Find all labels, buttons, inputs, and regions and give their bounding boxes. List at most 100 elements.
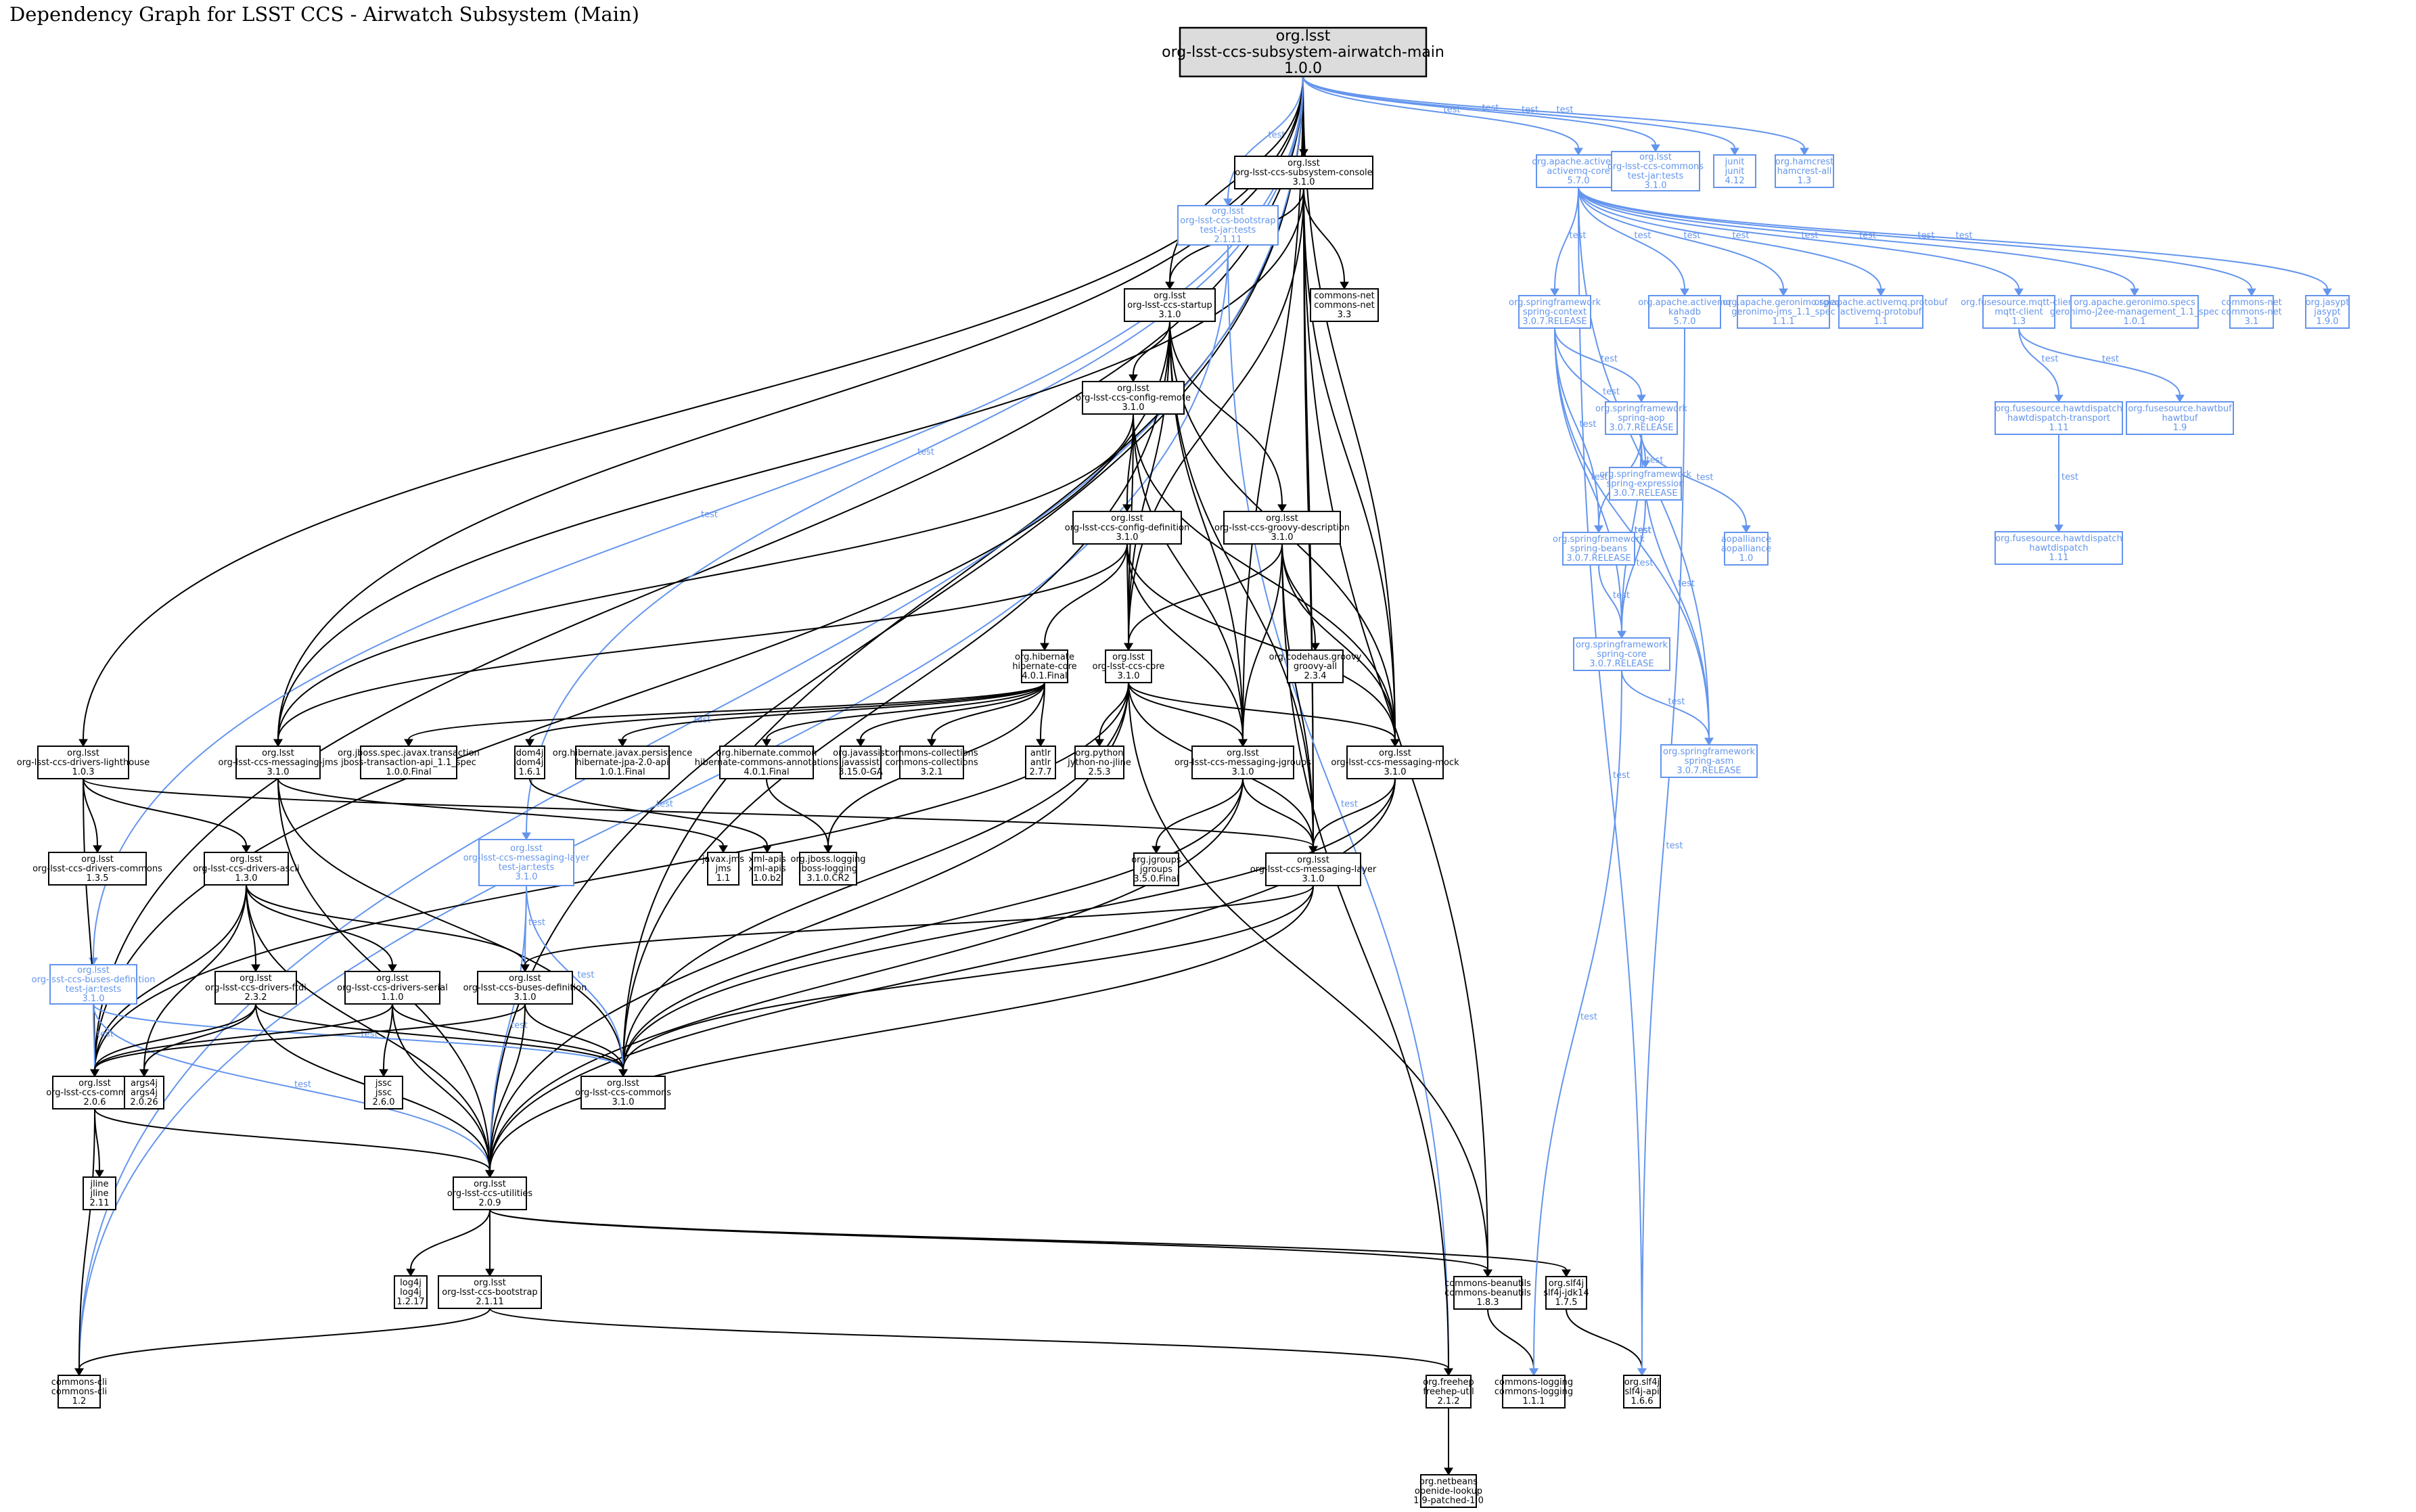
artifact-node[interactable]: org.hibernate.commonhibernate-commons-an… [695,746,839,779]
artifact-node[interactable]: org.apache.geronimo.specsgeronimo-j2ee-m… [2050,295,2219,329]
node-group-label: org.lsst [1379,748,1411,758]
node-box [438,1275,542,1309]
edge-line [255,1003,624,1070]
artifact-node[interactable]: org.springframeworkspring-core3.0.7.RELE… [1573,637,1670,671]
node-group-label: org.lsst [230,854,263,865]
artifact-node[interactable]: org.lsstorg-lsst-ccs-bootstraptest-jar:t… [1177,205,1279,246]
artifact-node[interactable]: org.fusesource.hawtdispatchhawtdispatch1… [1995,531,2123,565]
node-group-label: org.fusesource.hawtbuf [2128,404,2232,414]
node-version-label: 1.0.1.Final [599,767,645,777]
artifact-node[interactable]: org.netbeansopenide-lookup1.9-patched-1.… [1413,1474,1484,1508]
artifact-node[interactable]: org.lsstorg-lsst-ccs-messaging-jgroups3.… [1175,746,1311,779]
artifact-node[interactable]: org.lsstorg-lsst-ccs-subsystem-console3.… [1234,156,1373,189]
artifact-node[interactable]: org.lsstorg-lsst-ccs-config-definition3.… [1065,511,1189,545]
edge-line [94,321,1170,1070]
artifact-node[interactable]: org.lsstorg-lsst-ccs-buses-definition3.1… [463,971,587,1005]
node-version-label: 1.9.0 [2316,317,2338,327]
artifact-node[interactable]: org.fusesource.hawtdispatchhawtdispatch-… [1995,401,2123,435]
edge-line [489,1209,1567,1270]
artifact-node[interactable]: org.hibernate.javax.persistencehibernate… [553,746,692,779]
artifact-node[interactable]: org.lsstorg-lsst-ccs-drivers-lighthouse1… [17,746,150,779]
node-version-label: 4.12 [1725,176,1745,186]
edge-line [1578,187,1784,290]
artifact-node[interactable]: org.lsstorg-lsst-ccs-buses-definitiontes… [32,964,156,1005]
edge-line [1133,413,1396,740]
artifact-node[interactable]: org.lsstorg-lsst-ccs-drivers-commons1.3.… [32,852,162,886]
node-artifact-label: org-lsst-ccs-messaging-layer [463,853,590,863]
artifact-node[interactable]: org.apache.activemq.protobufactivemq-pro… [1814,295,1948,329]
node-artifact-label: spring-expression [1606,479,1684,489]
artifact-node[interactable]: org.springframeworkspring-aop3.0.7.RELEA… [1595,401,1687,435]
node-version-label: 3.1.0 [1644,181,1666,191]
artifact-node[interactable]: org.springframeworkspring-asm3.0.7.RELEA… [1660,744,1758,778]
node-box [1021,649,1068,683]
artifact-node[interactable]: org.jboss.spec.javax.transactionjboss-tr… [338,746,480,779]
artifact-node[interactable]: org.springframeworkspring-expression3.0.… [1599,467,1691,501]
node-artifact-label: commons-cli [51,1387,107,1397]
node-artifact-label: org-lsst-ccs-subsystem-airwatch-main [1162,44,1444,61]
arrowhead-icon [1637,394,1646,403]
edge-line [246,884,393,965]
node-box [1995,401,2123,435]
artifact-node[interactable]: org.springframeworkspring-context3.0.7.R… [1509,295,1601,329]
edge-label-test: test [578,970,595,980]
node-artifact-label: hamcrest-all [1777,166,1832,177]
artifact-node[interactable]: org.lsstorg-lsst-ccs-groovy-description3… [1214,511,1350,545]
edge-line [526,885,624,1070]
artifact-node[interactable]: org.lsstorg-lsst-ccs-commonstest-jar:tes… [1608,151,1704,191]
artifact-node[interactable]: org.lsstorg-lsst-ccs-messaging-layertest… [463,839,590,886]
node-version-label: 3.1 [2245,317,2259,327]
arrowhead-icon [520,964,530,972]
edge-label-test: test [2042,354,2059,365]
artifact-node[interactable]: org.lsstorg-lsst-ccs-messaging-layer3.1.… [1250,852,1377,886]
artifact-node[interactable]: org.springframeworkspring-beans3.0.7.REL… [1553,532,1645,566]
node-version-label: 3.1.0 [1116,532,1138,543]
artifact-node[interactable]: org.apache.geronimo.specsgeronimo-jms_1.… [1723,295,1844,329]
root-artifact-node[interactable]: org.lsstorg-lsst-ccs-subsystem-airwatch-… [1162,26,1444,78]
dependency-edge: test [1554,327,1603,533]
edge-line [489,76,1304,1171]
artifact-node[interactable]: commons-collectionscommons-collections3.… [885,746,978,779]
